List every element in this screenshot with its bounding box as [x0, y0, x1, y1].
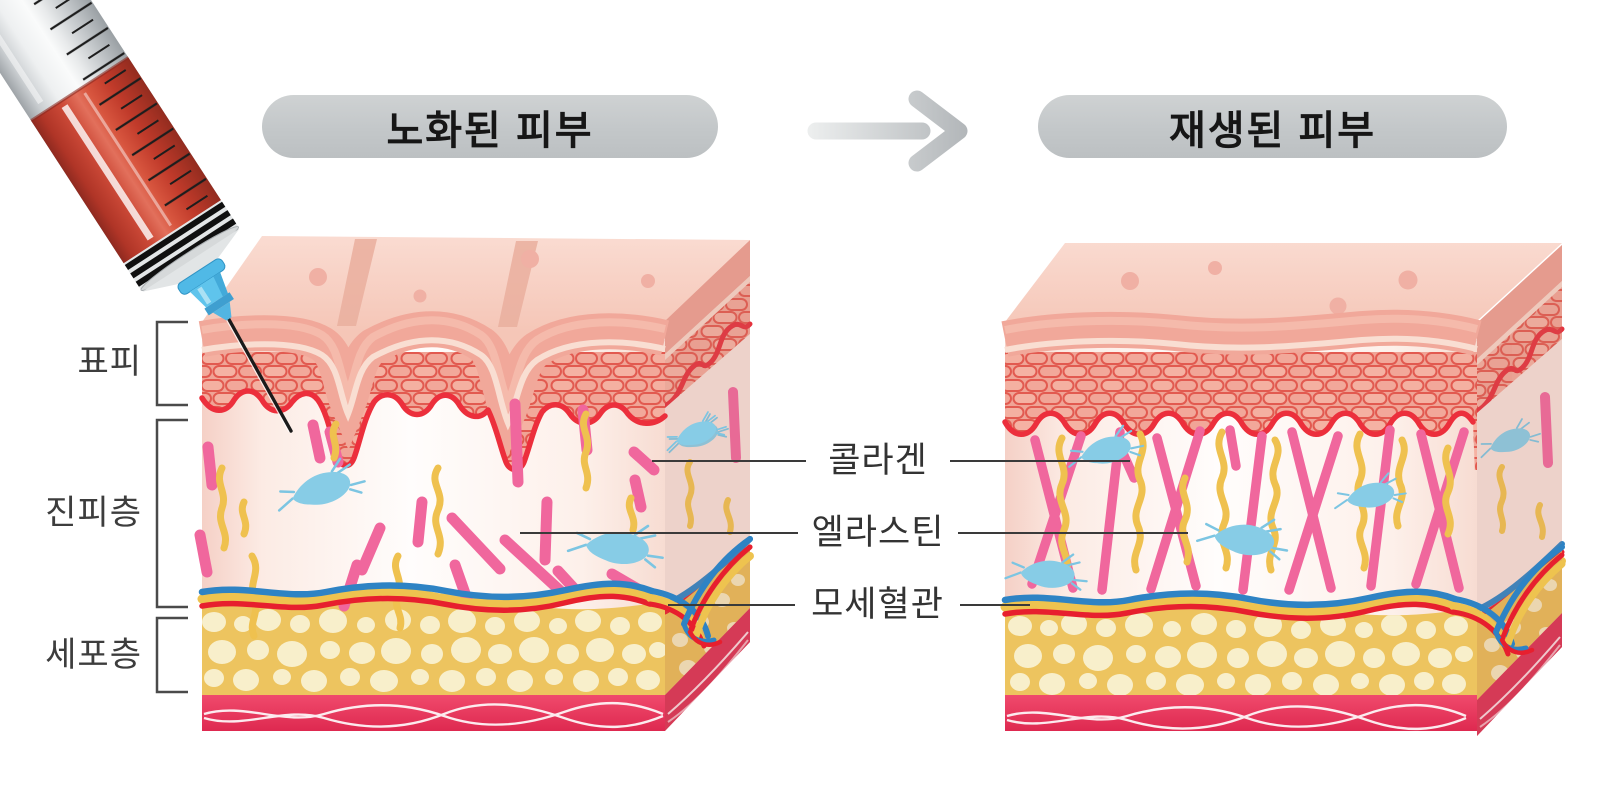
- wrinkle-groove: [337, 239, 377, 326]
- capillary-exit: [646, 536, 754, 649]
- layer-brackets: [155, 320, 188, 694]
- epidermis-border: [1002, 410, 1476, 437]
- epidermis-bracket: [155, 320, 188, 407]
- dermis-label: 진피층: [45, 494, 142, 532]
- smooth-top-face: [1005, 243, 1562, 322]
- capillary-exit: [1449, 544, 1566, 657]
- capillary-label: 모세혈관: [811, 585, 944, 624]
- cell-layer-bracket: [155, 616, 188, 694]
- elastin-label: 엘라스틴: [811, 513, 945, 552]
- aged-skin-block: [194, 236, 754, 731]
- aged-skin-title: 노화된 피부: [262, 95, 718, 158]
- skin-pores: [309, 250, 655, 303]
- dermis-bracket: [155, 418, 188, 609]
- collagen-label: 콜라겐: [828, 441, 928, 480]
- cell-layer-label: 세포층: [45, 636, 142, 674]
- elastin-fibers-dense: [1055, 428, 1454, 578]
- epidermis-border: [199, 388, 668, 473]
- epidermis-label: 표피: [77, 343, 142, 381]
- regenerated-skin-block: [1005, 243, 1562, 736]
- regenerated-skin-title: 재생된 피부: [1038, 95, 1507, 158]
- syringe-icon: [0, 0, 293, 433]
- skin-pores: [1121, 261, 1418, 315]
- leader-lines: [520, 460, 1188, 606]
- arrow-right-icon: [807, 90, 968, 172]
